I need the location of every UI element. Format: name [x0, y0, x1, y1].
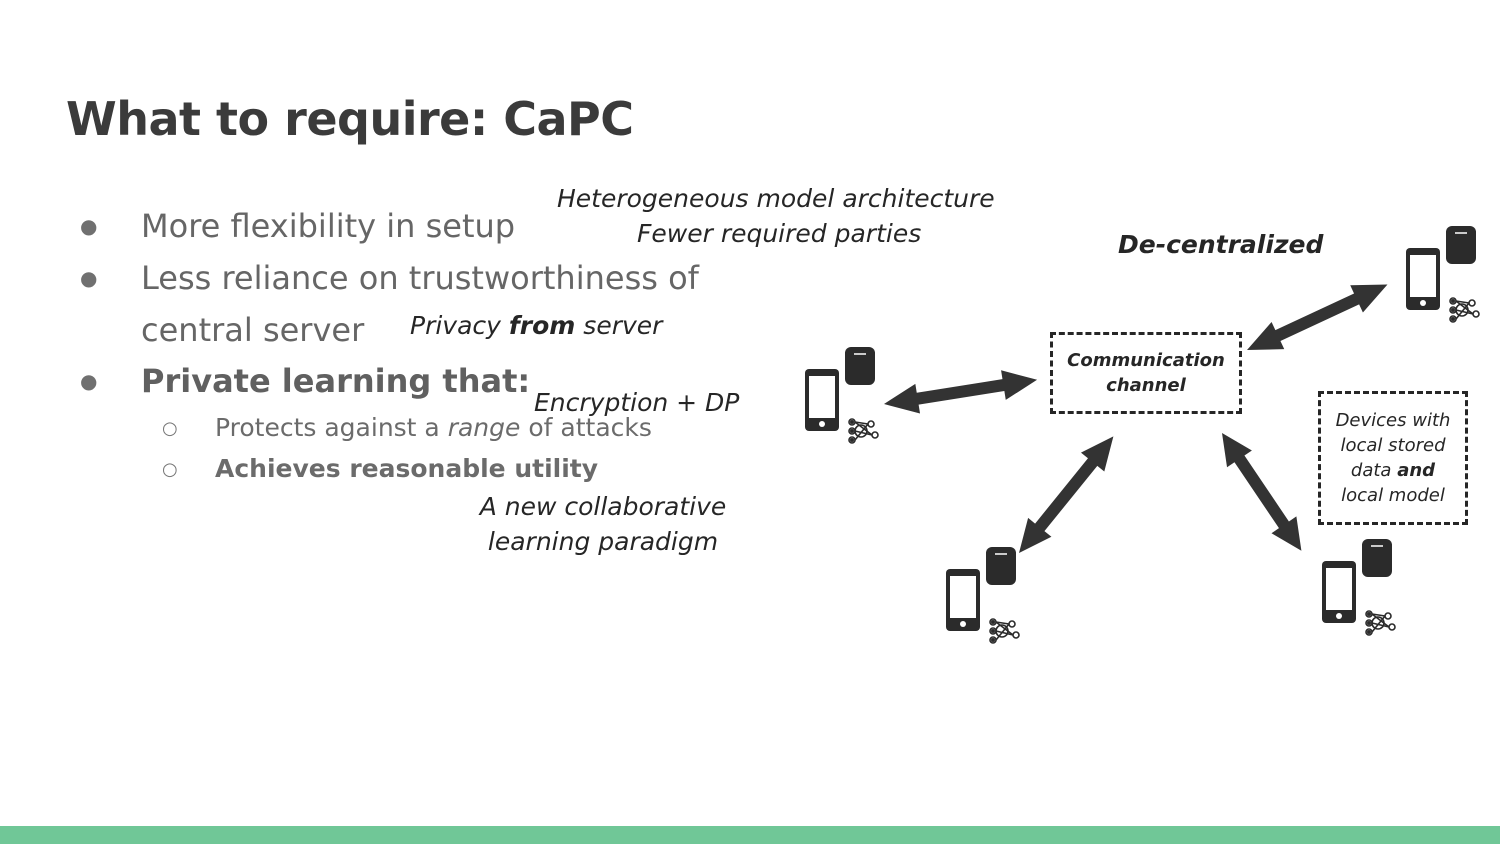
arrow-top-right-device: [1240, 270, 1394, 364]
note-privacy-suffix: server: [575, 311, 663, 340]
sub-bullet-marker: ○: [162, 459, 178, 480]
bullet-reliance-cont: central server: [141, 311, 365, 349]
note-paradigm-line1: A new collaborative: [479, 492, 727, 521]
bullet-private-learning: Private learning that:: [141, 362, 531, 400]
sub-bullet-marker: ○: [162, 418, 178, 439]
sub-bullet-utility: Achieves reasonable utility: [215, 454, 599, 483]
note-paradigm-line2: learning paradigm: [487, 527, 719, 556]
note-privacy: Privacy from server: [410, 311, 662, 340]
device-bottom-right: [1321, 538, 1396, 636]
bullet-flexibility: More flexibility in setup: [141, 207, 516, 245]
devices-line3: data and: [1336, 458, 1451, 483]
bullet-marker: ●: [80, 369, 98, 393]
bullet-marker: ●: [80, 266, 98, 290]
bullet-reliance: Less reliance on trustworthiness of: [141, 259, 699, 297]
devices-line1: Devices with: [1335, 410, 1451, 431]
device-bottom: [945, 546, 1020, 644]
note-encryption: Encryption + DP: [534, 388, 740, 417]
devices-line2: local stored: [1340, 435, 1446, 456]
note-privacy-bold: from: [508, 311, 576, 340]
sub-bullet-attacks-italic: range: [447, 413, 521, 442]
note-heterogeneous: Heterogeneous model architecture: [557, 184, 995, 213]
arrow-left-device: [881, 364, 1040, 419]
decentralized-label: De-centralized: [1118, 230, 1324, 259]
note-fewer-parties: Fewer required parties: [637, 219, 922, 248]
sub-bullet-attacks: Protects against a range of attacks: [215, 413, 652, 442]
devices-line4: local model: [1341, 485, 1445, 506]
bullet-marker: ●: [80, 214, 98, 238]
devices-line3-bold: and: [1397, 460, 1436, 481]
note-privacy-prefix: Privacy: [410, 311, 509, 340]
device-top-right: [1405, 225, 1480, 323]
sub-bullet-attacks-prefix: Protects against a: [215, 413, 448, 442]
sub-bullet-attacks-suffix: of attacks: [520, 413, 652, 442]
comm-line2: channel: [1106, 375, 1186, 396]
accent-bar: [0, 826, 1500, 844]
communication-channel-box: Communication channel: [1050, 332, 1242, 414]
arrow-bottom-right-device: [1209, 424, 1314, 560]
arrow-bottom-device: [1007, 426, 1126, 563]
comm-line1: Communication: [1067, 350, 1225, 371]
devices-line3-prefix: data: [1350, 460, 1398, 481]
devices-legend-box: Devices with local stored data and local…: [1318, 391, 1468, 525]
device-left: [804, 346, 879, 444]
slide-title: What to require: CaPC: [66, 92, 634, 146]
